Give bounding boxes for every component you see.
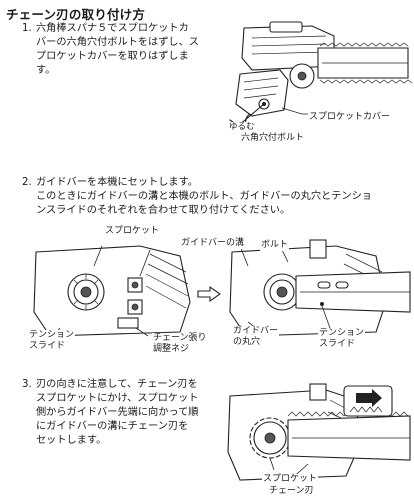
- step-3-line: 側からガイドバー先端に向かって順: [36, 407, 199, 418]
- step-1-line: プロケットカバーを取りはずしま: [36, 51, 189, 62]
- step-3-illustration: [227, 383, 411, 481]
- chain-adjust-screw-line: 調整ネジ: [153, 344, 190, 354]
- sprocket-cover-label: スプロケットカバー: [308, 112, 392, 123]
- guide-bar-groove-label: ガイドバーの溝: [180, 238, 246, 249]
- step-2-line: ンスライドのそれぞれを合わせて取り付けてください。: [36, 205, 291, 216]
- step-2-line: このときにガイドバーの溝と本機のボルト、ガイドバーの丸穴とテンショ: [36, 191, 372, 202]
- arrow-right-icon: [197, 285, 221, 303]
- step-1-number: 1.: [22, 23, 32, 34]
- chain-adjust-screw-line: チェーン張り: [153, 333, 207, 343]
- step-1-illustration: [229, 21, 413, 133]
- chain-adjust-screw-label: チェーン張り 調整ネジ: [152, 333, 208, 355]
- tension-slide-left-label: テンション スライド: [28, 330, 76, 352]
- step-1-line: バーの六角穴付ボルトをはずし、ス: [36, 37, 199, 48]
- step-2-left-illustration: [33, 245, 191, 339]
- step-3-sprocket-label: スプロケット: [262, 474, 319, 485]
- bolt-label: ボルト: [260, 240, 290, 251]
- tension-slide-left-line: スライド: [29, 341, 66, 351]
- sprocket-label: スプロケット: [104, 226, 161, 237]
- guide-bar-hole-label: ガイドバー の丸穴: [232, 326, 280, 348]
- loosen-label: ゆるむ: [228, 122, 256, 133]
- step-3-line: にガイドバーの溝にチェーン刃を: [36, 421, 189, 432]
- chain-blade-label: チェーン刃: [268, 486, 315, 497]
- page-title: チェーン刃の取り付け方: [6, 7, 146, 22]
- step-2-right-illustration: [229, 239, 411, 337]
- tension-slide-right-line: スライド: [319, 339, 356, 349]
- tension-slide-right-line: テンション: [319, 328, 365, 338]
- step-2-number: 2.: [22, 177, 32, 188]
- tension-slide-right-label: テンション スライド: [318, 328, 366, 350]
- step-3-line: セットします。: [36, 435, 107, 446]
- guide-bar-hole-line: の丸穴: [233, 337, 261, 347]
- step-3-line: 刃の向きに注意して、チェーン刃を: [36, 379, 198, 390]
- step-2-line: ガイドバーを本機にセットします。: [36, 177, 198, 188]
- hex-bolt-label: 六角穴付ボルト: [240, 133, 306, 144]
- step-3-number: 3.: [22, 379, 32, 390]
- step-1-line: 六角棒スパナ５でスプロケットカ: [36, 23, 189, 34]
- guide-bar-hole-line: ガイドバー: [233, 326, 279, 336]
- step-1-line: す。: [36, 65, 56, 76]
- step-3-line: スプロケットにかけ、スプロケット: [36, 393, 199, 404]
- tension-slide-left-line: テンション: [29, 330, 75, 340]
